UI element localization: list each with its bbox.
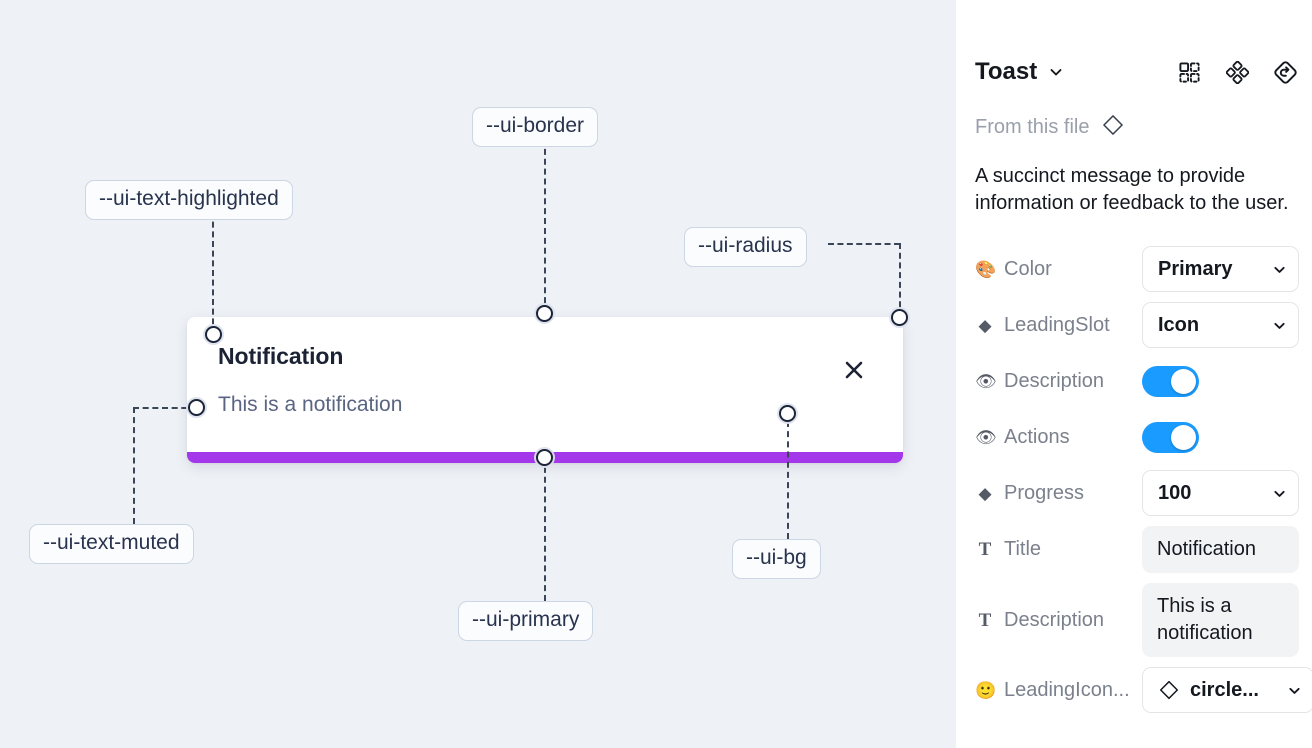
diamond-icon: ◆ (978, 315, 992, 335)
property-label-text: Description (1004, 369, 1105, 392)
connector-ui-text-muted-h (133, 407, 197, 409)
handle-ui-radius[interactable] (891, 309, 908, 326)
toast-component[interactable]: Notification This is a notification (187, 317, 903, 463)
leadingicon-select-value: circle... (1190, 678, 1259, 701)
eye-icon: 👁 (975, 371, 997, 391)
property-row-leadingslot: ◆ LeadingSlot Icon (975, 302, 1312, 348)
panel-header: Toast (975, 52, 1298, 92)
progress-select[interactable]: 100 (1142, 470, 1299, 516)
property-label-description-text: T Description (975, 609, 1142, 632)
color-select[interactable]: Primary (1142, 246, 1299, 292)
reset-diamond-icon[interactable] (1272, 59, 1298, 85)
connector-ui-text-muted-v (133, 407, 135, 524)
from-this-file[interactable]: From this file (975, 113, 1125, 142)
page-title: Toast (975, 58, 1038, 85)
property-label-text: Progress (1004, 481, 1085, 504)
connector-ui-bg (787, 421, 789, 539)
handle-ui-text-highlighted[interactable] (205, 326, 222, 343)
handle-ui-text-muted[interactable] (188, 399, 205, 416)
toggle-knob (1171, 424, 1196, 450)
from-this-file-label: From this file (975, 116, 1090, 138)
property-label-title: T Title (975, 538, 1142, 561)
description-toggle[interactable] (1142, 365, 1199, 397)
property-label-text: LeadingIcon... (1004, 678, 1130, 701)
handle-ui-primary[interactable] (536, 449, 553, 466)
close-icon[interactable] (841, 357, 867, 383)
property-control-description-toggle (1142, 365, 1312, 397)
design-canvas[interactable]: Notification This is a notification --ui… (0, 0, 956, 748)
property-row-title: T Title Notification (975, 526, 1312, 573)
property-row-progress: ◆ Progress 100 (975, 470, 1312, 516)
variants-diamond-icon[interactable] (1224, 59, 1250, 85)
annotation-ui-text-highlighted[interactable]: --ui-text-highlighted (85, 180, 293, 220)
property-label-text: LeadingSlot (1004, 313, 1110, 336)
progress-select-value: 100 (1158, 481, 1192, 504)
annotation-ui-radius[interactable]: --ui-radius (684, 227, 807, 267)
description-input[interactable]: This is a notification (1142, 583, 1299, 657)
property-control-color: Primary (1142, 246, 1312, 292)
property-label-progress: ◆ Progress (975, 482, 1142, 505)
property-row-leadingicon: 🙂 LeadingIcon... circle... (975, 667, 1312, 713)
property-control-title: Notification (1142, 526, 1312, 573)
text-icon: T (978, 539, 992, 560)
color-select-value: Primary (1158, 257, 1233, 280)
property-label-leadingslot: ◆ LeadingSlot (975, 314, 1142, 337)
property-control-leadingslot: Icon (1142, 302, 1312, 348)
component-description: A succinct message to provide informatio… (975, 165, 1289, 214)
property-label-color: 🎨 Color (975, 258, 1142, 281)
property-list: 🎨 Color Primary ◆ LeadingSlot (975, 246, 1312, 723)
palette-icon: 🎨 (975, 259, 997, 279)
property-label-actions-toggle: 👁 Actions (975, 426, 1142, 449)
property-control-description-text: This is a notification (1142, 583, 1312, 657)
component-grid-icon[interactable] (1176, 59, 1202, 85)
properties-panel: Toast (956, 0, 1312, 748)
text-icon: T (978, 609, 992, 631)
smiley-icon: 🙂 (975, 680, 997, 700)
diamond-icon (1158, 679, 1180, 701)
property-label-text: Title (1004, 538, 1042, 560)
property-label-text: Description (1004, 608, 1105, 631)
leadingicon-select[interactable]: circle... (1142, 667, 1312, 713)
property-control-progress: 100 (1142, 470, 1312, 516)
connector-ui-radius-h (828, 243, 900, 245)
toast-title: Notification (218, 343, 344, 369)
property-label-text: Color (1004, 257, 1052, 280)
actions-toggle[interactable] (1142, 421, 1199, 453)
property-control-leadingicon: circle... (1142, 667, 1312, 713)
toast-description: This is a notification (218, 393, 403, 416)
leadingslot-select[interactable]: Icon (1142, 302, 1299, 348)
property-label-text: Actions (1004, 425, 1070, 448)
property-label-leadingicon: 🙂 LeadingIcon... (975, 679, 1142, 702)
property-control-actions-toggle (1142, 421, 1312, 453)
diamond-icon (1101, 113, 1125, 142)
diamond-icon: ◆ (978, 483, 992, 503)
connector-ui-border (544, 139, 546, 313)
connector-ui-radius-v (899, 243, 901, 317)
chevron-down-icon (1272, 262, 1287, 277)
handle-ui-border[interactable] (536, 305, 553, 322)
annotation-ui-text-muted[interactable]: --ui-text-muted (29, 524, 194, 564)
property-label-description-toggle: 👁 Description (975, 370, 1142, 393)
eye-icon: 👁 (975, 427, 997, 447)
leadingslot-select-value: Icon (1158, 313, 1200, 336)
annotation-ui-border[interactable]: --ui-border (472, 107, 599, 147)
annotation-ui-bg[interactable]: --ui-bg (732, 539, 821, 579)
chevron-down-icon (1272, 486, 1287, 501)
property-row-color: 🎨 Color Primary (975, 246, 1312, 292)
chevron-down-icon (1287, 683, 1302, 698)
handle-ui-bg[interactable] (779, 405, 796, 422)
annotation-ui-primary[interactable]: --ui-primary (458, 601, 594, 641)
property-row-description-text: T Description This is a notification (975, 583, 1312, 657)
toggle-knob (1171, 368, 1196, 394)
property-row-actions-toggle: 👁 Actions (975, 414, 1312, 460)
connector-ui-text-highlighted (212, 212, 214, 334)
property-row-description-toggle: 👁 Description (975, 358, 1312, 404)
title-input[interactable]: Notification (1142, 526, 1299, 573)
chevron-down-icon[interactable] (1048, 64, 1064, 80)
chevron-down-icon (1272, 318, 1287, 333)
connector-ui-primary (544, 457, 546, 601)
header-icon-group (1176, 59, 1298, 85)
